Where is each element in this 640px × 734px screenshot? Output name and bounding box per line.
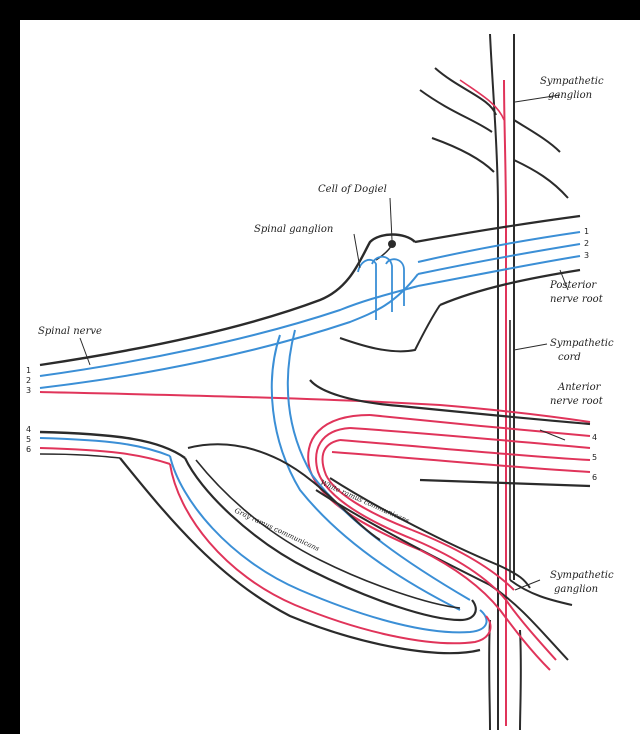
- label-anterior-root-1: Anterior: [557, 382, 602, 393]
- posterior-number: 2: [584, 239, 589, 248]
- label-sympathetic-ganglion-bottom-2: ganglion: [554, 584, 598, 595]
- label-spinal-ganglion: Spinal ganglion: [254, 224, 333, 235]
- anterior-number: 5: [592, 453, 597, 462]
- label-sympathetic-cord-2: cord: [558, 352, 581, 363]
- label-sympathetic-ganglion-top-2: ganglion: [548, 90, 592, 101]
- diagram-canvas: Sympathetic ganglion Cell of Dogiel Spin…: [20, 20, 640, 734]
- label-anterior-root-2: nerve root: [550, 396, 604, 407]
- spinal-ganglion: [40, 235, 440, 366]
- posterior-number: 3: [584, 251, 589, 260]
- anterior-root-numbers: 4 5 6: [592, 433, 597, 482]
- label-posterior-root-1: Posterior: [549, 280, 597, 291]
- anterior-number: 4: [592, 433, 597, 442]
- label-posterior-root-2: nerve root: [550, 294, 604, 305]
- left-number: 3: [26, 386, 31, 395]
- label-spinal-nerve: Spinal nerve: [38, 326, 102, 337]
- left-number: 4: [26, 425, 31, 434]
- left-number: 2: [26, 376, 31, 385]
- label-sympathetic-cord-1: Sympathetic: [550, 338, 614, 349]
- label-sympathetic-ganglion-top-1: Sympathetic: [540, 76, 604, 87]
- left-number: 1: [26, 366, 31, 375]
- spinal-nerve-diagram: Sympathetic ganglion Cell of Dogiel Spin…: [20, 20, 640, 734]
- left-number: 6: [26, 445, 31, 454]
- label-cell-of-dogiel: Cell of Dogiel: [318, 184, 387, 195]
- label-sympathetic-ganglion-bottom-1: Sympathetic: [550, 570, 614, 581]
- left-number: 5: [26, 435, 31, 444]
- anterior-number: 6: [592, 473, 597, 482]
- posterior-root-numbers: 1 2 3: [584, 227, 589, 260]
- sensory-fibers-crossing: [272, 330, 470, 610]
- sympathetic-trunk: [420, 34, 572, 730]
- posterior-number: 1: [584, 227, 589, 236]
- left-nerve-numbers: 1 2 3 4 5 6: [26, 366, 31, 454]
- white-ramus: [316, 478, 568, 670]
